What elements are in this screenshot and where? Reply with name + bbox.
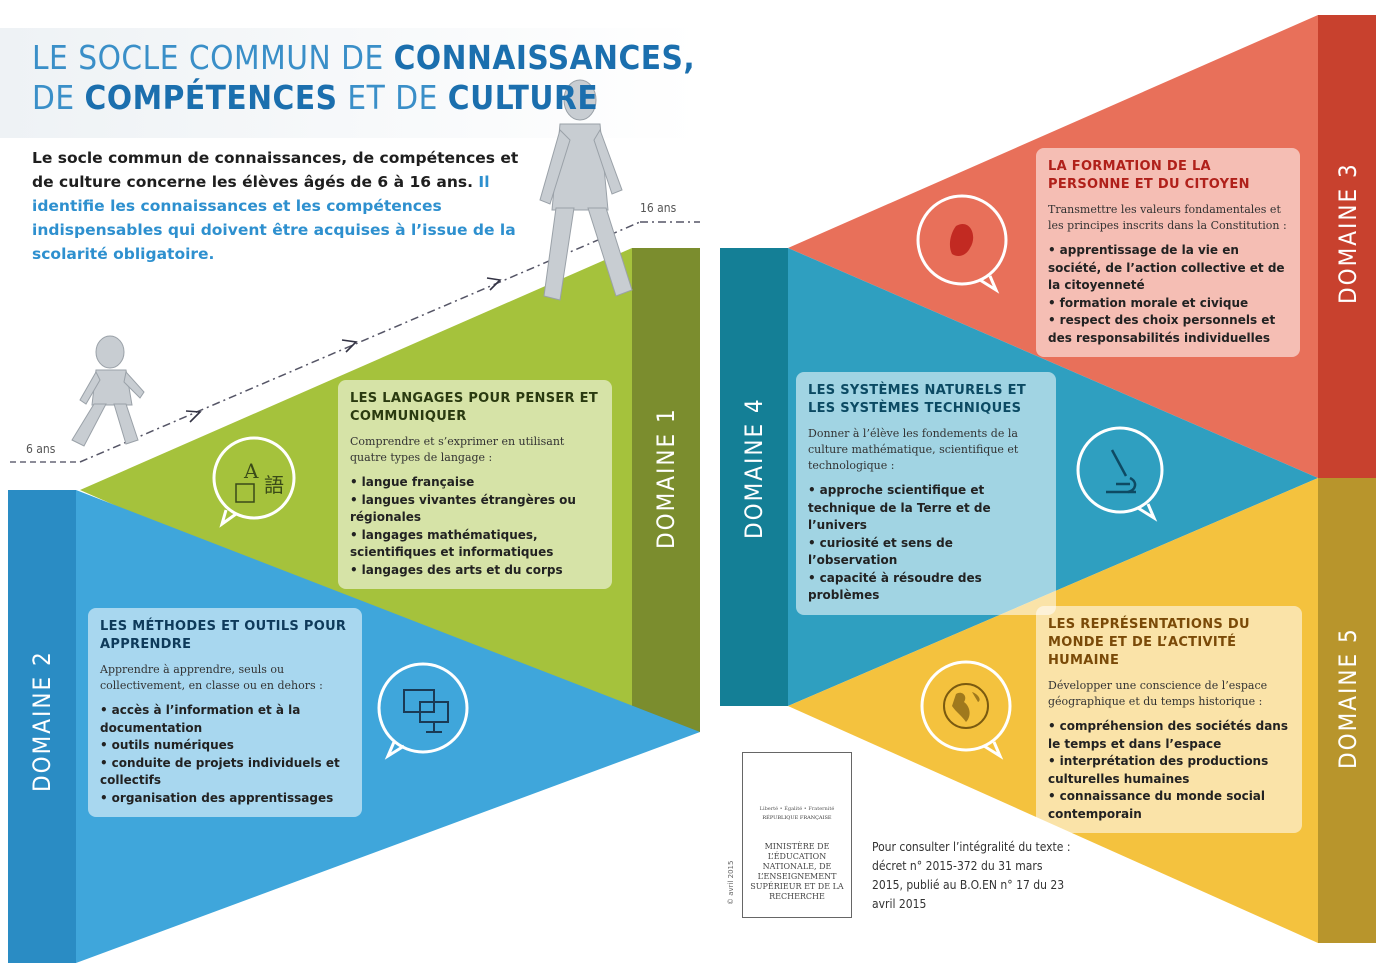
domain3-desc: Transmettre les valeurs fondamentales et… bbox=[1048, 203, 1287, 232]
title-line2-a: DE bbox=[32, 78, 85, 117]
domain2-desc: Apprendre à apprendre, seuls ou collecti… bbox=[100, 663, 323, 692]
domain5-card: LES REPRÉSENTATIONS DU MONDE ET DE L’ACT… bbox=[1036, 606, 1302, 833]
domain2-title: LES MÉTHODES ET OUTILS POUR APPRENDRE bbox=[100, 619, 347, 652]
list-item: •conduite de projets individuels et coll… bbox=[100, 755, 340, 788]
domain4-list: •approche scientifique et technique de l… bbox=[808, 482, 1044, 605]
republic-name: RÉPUBLIQUE FRANÇAISE bbox=[762, 815, 832, 821]
motto: Liberté • Égalité • Fraternité bbox=[759, 806, 835, 812]
domain1-label: DOMAINE 1 bbox=[652, 407, 680, 549]
intro-dark: Le socle commun de connaissances, de com… bbox=[32, 149, 519, 191]
title-line1-bold: CONNAISSANCES, bbox=[393, 38, 696, 77]
domain5-band bbox=[1318, 478, 1376, 943]
microscope-icon bbox=[1076, 426, 1164, 522]
child-figure bbox=[71, 335, 145, 447]
domain4-title: LES SYSTÈMES NATURELS ET LES SYSTÈMES TE… bbox=[808, 383, 1027, 416]
intro-text: Le socle commun de connaissances, de com… bbox=[32, 146, 532, 266]
domain1-list: •langue française •langues vivantes étra… bbox=[350, 474, 600, 579]
ministry-name: MINISTÈRE DE L’ÉDUCATION NATIONALE, DE L… bbox=[750, 842, 844, 901]
domain5-label: DOMAINE 5 bbox=[1334, 627, 1362, 769]
svg-text:A: A bbox=[243, 459, 259, 483]
list-item: •connaissance du monde social contempora… bbox=[1048, 789, 1266, 821]
teen-figure bbox=[539, 79, 633, 301]
age-start-label: 6 ans bbox=[26, 442, 56, 456]
marianne-icon bbox=[916, 194, 1008, 294]
domain5-desc: Développer une conscience de l’espace gé… bbox=[1048, 679, 1268, 708]
domain4-card: LES SYSTÈMES NATURELS ET LES SYSTÈMES TE… bbox=[796, 372, 1056, 615]
list-item: •langue française bbox=[350, 475, 475, 489]
domain2-label: DOMAINE 2 bbox=[28, 650, 56, 792]
domain1-band bbox=[632, 248, 700, 732]
list-item: •langues vivantes étrangères ou régional… bbox=[350, 492, 576, 525]
list-item: •compréhension des sociétés dans le temp… bbox=[1048, 719, 1288, 751]
reference-text: Pour consulter l’intégralité du texte : … bbox=[872, 840, 1071, 911]
list-item: •respect des choix personnels et des res… bbox=[1048, 313, 1276, 345]
domain1-desc: Comprendre et s’exprimer en utilisant qu… bbox=[350, 435, 565, 464]
domain3-card: LA FORMATION DE LA PERSONNE ET DU CITOYE… bbox=[1036, 148, 1300, 357]
list-item: •organisation des apprentissages bbox=[100, 790, 334, 805]
title-line1-plain: LE SOCLE COMMUN DE bbox=[32, 38, 394, 77]
domain3-label: DOMAINE 3 bbox=[1334, 162, 1362, 304]
credit-text: © avril 2015 bbox=[727, 860, 735, 905]
globe-icon bbox=[920, 660, 1012, 760]
title-line2-c: ET DE bbox=[337, 78, 448, 117]
list-item: •approche scientifique et technique de l… bbox=[808, 483, 991, 532]
domain2-list: •accès à l’information et à la documenta… bbox=[100, 702, 350, 807]
language-icon bbox=[212, 436, 296, 528]
domain1-title: LES LANGAGES POUR PENSER ET COMMUNIQUER bbox=[350, 391, 599, 424]
domain2-band bbox=[8, 490, 76, 963]
domain3-title: LA FORMATION DE LA PERSONNE ET DU CITOYE… bbox=[1048, 159, 1250, 192]
list-item: •langages des arts et du corps bbox=[350, 562, 563, 577]
domain4-desc: Donner à l’élève les fondements de la cu… bbox=[808, 427, 1019, 472]
list-item: •outils numériques bbox=[100, 738, 234, 752]
domain2-card: LES MÉTHODES ET OUTILS POUR APPRENDRE Ap… bbox=[88, 608, 362, 817]
ministry-logo-box bbox=[742, 752, 852, 918]
list-item: •curiosité et sens de l’observation bbox=[808, 535, 953, 568]
svg-text:語: 語 bbox=[264, 473, 284, 497]
domain5-list: •compréhension des sociétés dans le temp… bbox=[1048, 718, 1290, 823]
domain3-band bbox=[1318, 15, 1376, 478]
domain3-list: •apprentissage de la vie en société, de … bbox=[1048, 242, 1288, 347]
age-end-label: 16 ans bbox=[640, 201, 677, 215]
domain5-title: LES REPRÉSENTATIONS DU MONDE ET DE L’ACT… bbox=[1048, 617, 1250, 668]
title-line2-d: CULTURE bbox=[447, 78, 599, 117]
list-item: •capacité à résoudre des problèmes bbox=[808, 570, 982, 603]
list-item: •accès à l’information et à la documenta… bbox=[100, 703, 301, 735]
list-item: •langages mathématiques, scientifiques e… bbox=[350, 527, 554, 560]
title-line2-b: COMPÉTENCES bbox=[84, 78, 338, 117]
page-title: LE SOCLE COMMUN DE CONNAISSANCES, DE COM… bbox=[32, 38, 695, 118]
list-item: •apprentissage de la vie en société, de … bbox=[1048, 243, 1285, 292]
list-item: •formation morale et civique bbox=[1048, 295, 1249, 310]
domain4-band bbox=[720, 248, 788, 706]
list-item: •interprétation des productions culturel… bbox=[1048, 754, 1269, 786]
domain4-label: DOMAINE 4 bbox=[740, 397, 768, 539]
computer-icon bbox=[377, 662, 469, 760]
intro-highlight: Il identifie les connaissances et les co… bbox=[32, 173, 516, 263]
domain1-card: LES LANGAGES POUR PENSER ET COMMUNIQUER … bbox=[338, 380, 612, 589]
